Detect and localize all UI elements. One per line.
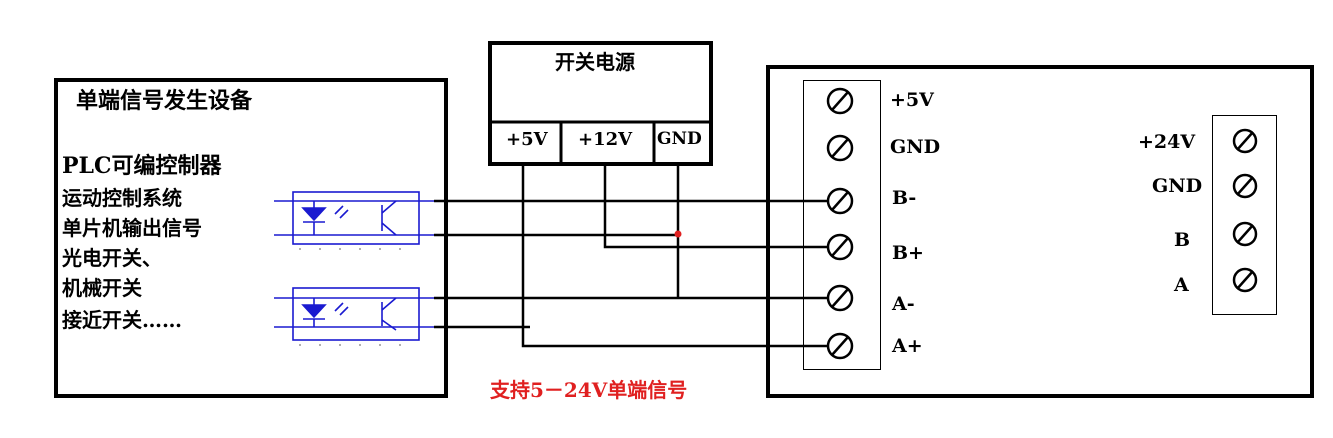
signal-device-line-2: 单片机输出信号 bbox=[62, 216, 202, 240]
terminal-label-a-plus: A+ bbox=[892, 335, 923, 357]
signal-device-title: 单端信号发生设备 bbox=[76, 88, 253, 114]
junction-dot bbox=[674, 230, 682, 238]
terminal-label-gnd-right: GND bbox=[1152, 175, 1203, 197]
terminal-label-gnd: GND bbox=[890, 136, 941, 158]
signal-device-line-1: 运动控制系统 bbox=[62, 186, 182, 210]
terminal-label-a-minus: A- bbox=[892, 293, 915, 315]
wires bbox=[434, 166, 840, 348]
terminal-label-24v: +24V bbox=[1138, 131, 1196, 153]
power-supply-dividers bbox=[490, 120, 711, 164]
screw-terminal-icon bbox=[1232, 128, 1258, 154]
power-terminal-12v: +12V bbox=[578, 129, 633, 150]
power-terminal-gnd: GND bbox=[657, 129, 702, 149]
optocoupler-upper bbox=[274, 191, 434, 245]
terminal-label-b-minus: B- bbox=[892, 187, 917, 209]
screw-terminal-icon bbox=[1232, 221, 1258, 247]
signal-device-line-5: 接近开关…… bbox=[62, 308, 182, 332]
terminal-label-5v: +5V bbox=[890, 89, 934, 111]
terminal-label-a: A bbox=[1174, 274, 1189, 296]
terminal-label-b: B bbox=[1174, 229, 1191, 251]
left-terminal-screws bbox=[826, 87, 854, 360]
signal-device-heading: PLC可编控制器 bbox=[62, 153, 222, 179]
signal-device-box bbox=[54, 78, 448, 398]
optocoupler-upper-dots bbox=[299, 248, 401, 250]
right-terminal-screws bbox=[1232, 128, 1258, 293]
optocoupler-lower bbox=[274, 287, 434, 341]
screw-terminal-icon bbox=[826, 284, 854, 312]
screw-terminal-icon bbox=[1232, 267, 1258, 293]
signal-device-line-4: 机械开关 bbox=[62, 276, 142, 300]
screw-terminal-icon bbox=[826, 332, 854, 360]
power-supply-box bbox=[488, 41, 713, 166]
screw-terminal-icon bbox=[826, 134, 854, 162]
power-terminal-5v: +5V bbox=[506, 129, 548, 150]
screw-terminal-icon bbox=[1232, 173, 1258, 199]
screw-terminal-icon bbox=[826, 233, 854, 261]
screw-terminal-icon bbox=[826, 187, 854, 215]
terminal-label-b-plus: B+ bbox=[892, 242, 924, 264]
power-supply-title: 开关电源 bbox=[555, 50, 635, 74]
signal-support-note: 支持5－24V单端信号 bbox=[490, 378, 688, 402]
optocoupler-lower-dots bbox=[299, 344, 401, 346]
left-terminal-block bbox=[803, 80, 881, 370]
screw-terminal-icon bbox=[826, 87, 854, 115]
signal-device-line-3: 光电开关、 bbox=[62, 246, 162, 270]
